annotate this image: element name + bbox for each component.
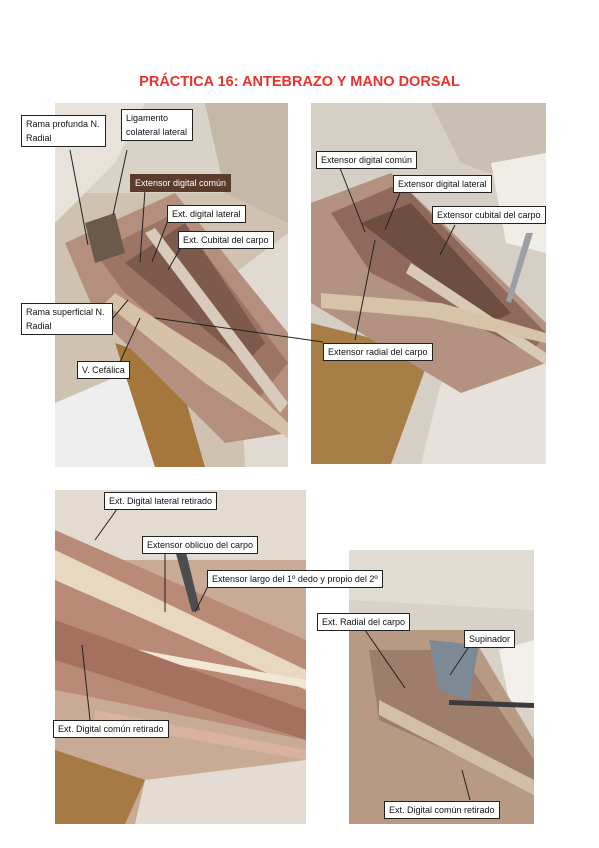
label-extensor-digital-comun: Extensor digital común: [130, 174, 232, 192]
label-ligamento-colateral: Ligamento colateral lateral: [121, 109, 193, 141]
label-ext-radial-del-carpo: Ext. Radial del carpo: [317, 613, 411, 631]
page-title: PRÁCTICA 16: ANTEBRAZO Y MANO DORSAL: [139, 74, 460, 90]
label-v-cefalica: V. Cefálica: [77, 361, 130, 379]
label-supinador: Supinador: [464, 630, 516, 648]
label-ext-digital-comun-retirado-4: Ext. Digital común retirado: [384, 801, 500, 819]
label-extensor-largo: Extensor largo del 1º dedo y propio del …: [207, 570, 383, 588]
dissection-photo-1: [55, 103, 288, 467]
label-rama-profunda: Rama profunda N. Radial: [21, 115, 106, 147]
label-extensor-cubital-2: Extensor cubital del carpo: [432, 206, 546, 224]
label-ext-digital-lateral: Ext. digital lateral: [167, 205, 246, 223]
label-extensor-digital-comun-2: Extensor digital común: [316, 151, 418, 169]
dissection-photo-4: [349, 550, 534, 824]
label-extensor-radial-2: Extensor radial del carpo: [323, 343, 433, 361]
label-extensor-digital-lateral-2: Extensor digital lateral: [393, 175, 492, 193]
label-ext-cubital: Ext. Cubital del carpo: [178, 231, 274, 249]
label-ext-digital-comun-retirado-3: Ext. Digital común retirado: [53, 720, 169, 738]
label-rama-superficial: Rama superficial N. Radial: [21, 303, 113, 335]
label-ext-digital-lateral-retirado: Ext. Digital lateral retirado: [104, 492, 218, 510]
label-extensor-oblicuo: Extensor oblicuo del carpo: [142, 536, 259, 554]
